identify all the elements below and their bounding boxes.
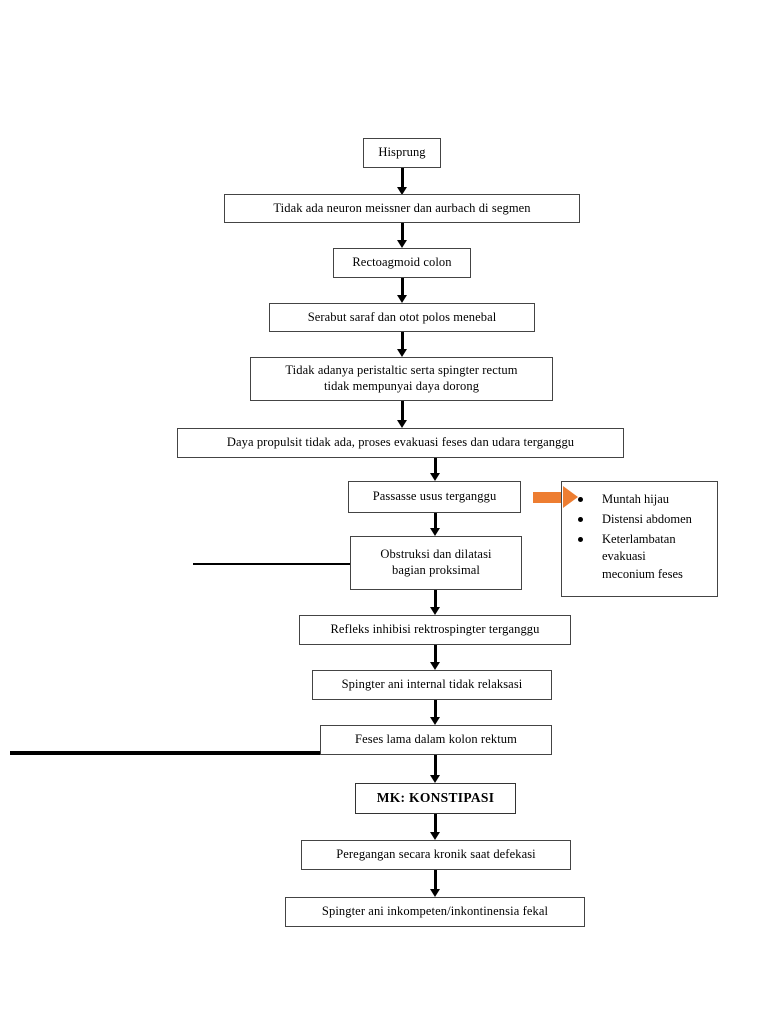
symptom-label: Muntah hijau — [602, 492, 670, 506]
list-item: Distensi abdomen — [572, 511, 709, 529]
connector-rectoagmoid-to-serabut — [396, 278, 408, 303]
node-spingter-ani-inkompeten[interactable]: Spingter ani inkompeten/inkontinensia fe… — [285, 897, 585, 927]
connector-obstruksi-to-refleks — [429, 590, 441, 615]
connector-peristaltic-to-propulsit — [396, 401, 408, 428]
node-feses-lama-label: Feses lama dalam kolon rektum — [355, 732, 517, 747]
node-obstruksi-dilatasi-label: Obstruksi dan dilatasi bagian proksimal — [380, 547, 492, 577]
connector-spingter-internal-to-feses — [429, 700, 441, 725]
node-daya-propulsit[interactable]: Daya propulsit tidak ada, proses evakuas… — [177, 428, 624, 458]
symptoms-callout[interactable]: Muntah hijau Distensi abdomen Keterlamba… — [561, 481, 718, 597]
orange-arrow-head — [563, 486, 578, 508]
orange-arrow-shaft — [533, 491, 561, 503]
bullet-dot-icon — [578, 497, 583, 502]
connector-konstipasi-to-peregangan — [429, 814, 441, 840]
connector-neuron-to-rectoagmoid — [396, 223, 408, 248]
node-refleks-inhibisi[interactable]: Refleks inhibisi rektrospingter tergangg… — [299, 615, 571, 645]
list-item: Muntah hijau — [572, 491, 709, 509]
node-passasse-usus[interactable]: Passasse usus terganggu — [348, 481, 521, 513]
symptom-label: Keterlambatan evakuasi meconium feses — [602, 531, 683, 582]
connector-hisprung-to-neuron — [396, 168, 408, 195]
connector-serabut-to-peristaltic — [396, 332, 408, 357]
node-obstruksi-dilatasi[interactable]: Obstruksi dan dilatasi bagian proksimal — [350, 536, 522, 590]
horizontal-rule-left-feses — [10, 751, 380, 755]
node-hisprung-label: Hisprung — [378, 145, 426, 160]
node-spingter-ani-internal-label: Spingter ani internal tidak relaksasi — [341, 677, 523, 692]
node-spingter-ani-inkompeten-label: Spingter ani inkompeten/inkontinensia fe… — [321, 904, 549, 919]
bullet-dot-icon — [578, 536, 583, 542]
node-rectoagmoid-colon[interactable]: Rectoagmoid colon — [333, 248, 471, 278]
symptom-label: Distensi abdomen — [602, 511, 692, 526]
node-serabut-saraf[interactable]: Serabut saraf dan otot polos menebal — [269, 303, 535, 332]
symptoms-list: Muntah hijau Distensi abdomen Keterlamba… — [572, 491, 709, 584]
connector-feses-to-konstipasi — [429, 755, 441, 783]
connector-refleks-to-spingter-internal — [429, 645, 441, 670]
node-daya-propulsit-label: Daya propulsit tidak ada, proses evakuas… — [226, 435, 575, 450]
node-passasse-usus-label: Passasse usus terganggu — [372, 489, 497, 504]
node-serabut-saraf-label: Serabut saraf dan otot polos menebal — [307, 309, 497, 324]
bullet-dot-icon — [578, 516, 583, 522]
node-peregangan-kronik-label: Peregangan secara kronik saat defekasi — [336, 847, 536, 862]
orange-right-arrow-icon — [533, 486, 578, 508]
connector-passasse-to-obstruksi — [429, 513, 441, 536]
node-tidak-ada-neuron[interactable]: Tidak ada neuron meissner dan aurbach di… — [224, 194, 580, 223]
node-tidak-adanya-peristaltic[interactable]: Tidak adanya peristaltic serta spingter … — [250, 357, 553, 401]
node-spingter-ani-internal[interactable]: Spingter ani internal tidak relaksasi — [312, 670, 552, 700]
node-peregangan-kronik[interactable]: Peregangan secara kronik saat defekasi — [301, 840, 571, 870]
connector-propulsit-to-passasse — [429, 458, 441, 481]
node-rectoagmoid-colon-label: Rectoagmoid colon — [352, 255, 452, 270]
node-feses-lama[interactable]: Feses lama dalam kolon rektum — [320, 725, 552, 755]
horizontal-rule-left-obstruksi — [193, 563, 352, 565]
node-tidak-adanya-peristaltic-label: Tidak adanya peristaltic serta spingter … — [285, 363, 518, 393]
node-mk-konstipasi[interactable]: MK: KONSTIPASI — [355, 783, 516, 814]
node-mk-konstipasi-label: MK: KONSTIPASI — [376, 790, 495, 806]
connector-peregangan-to-inkompeten — [429, 870, 441, 897]
node-tidak-ada-neuron-label: Tidak ada neuron meissner dan aurbach di… — [273, 200, 531, 215]
node-hisprung[interactable]: Hisprung — [363, 138, 441, 168]
list-item: Keterlambatan evakuasi meconium feses — [572, 531, 709, 584]
node-refleks-inhibisi-label: Refleks inhibisi rektrospingter tergangg… — [330, 622, 540, 637]
